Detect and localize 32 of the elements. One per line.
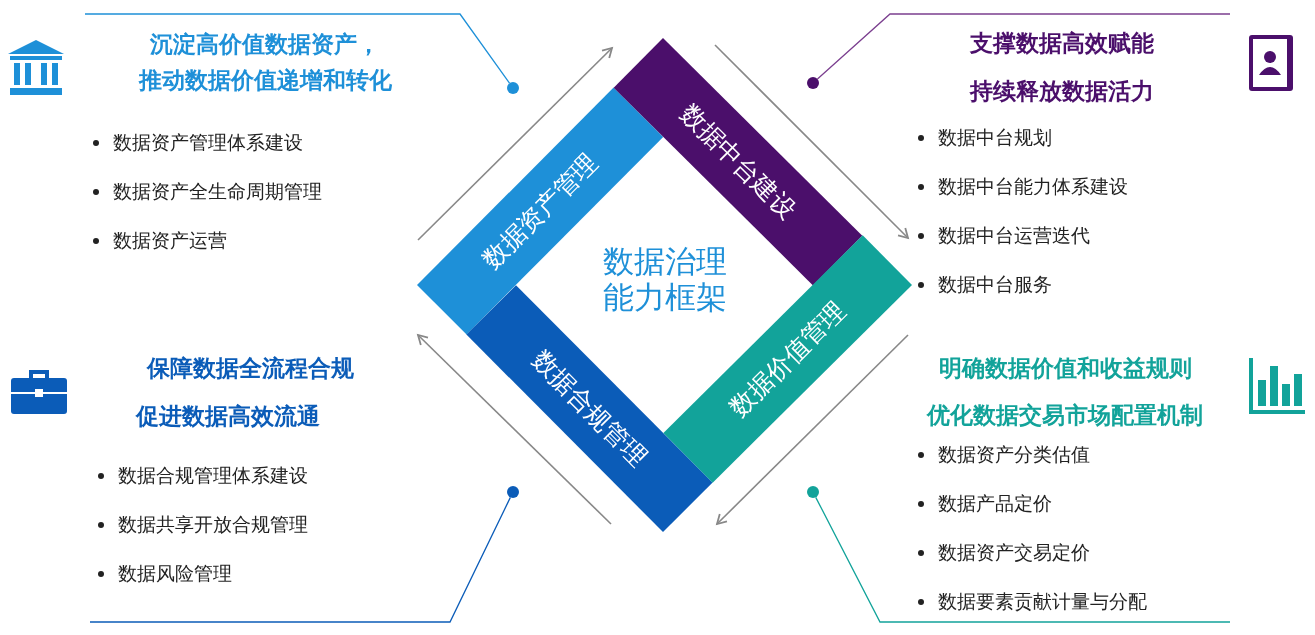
heading-text: 优化数据交易市场配置机制: [927, 400, 1203, 430]
bullet-item: 数据中台规划: [918, 125, 1052, 151]
bullet-item: 数据中台运营迭代: [918, 223, 1090, 249]
heading-text: 持续释放数据活力: [970, 76, 1154, 106]
bullet-item: 数据中台能力体系建设: [918, 174, 1128, 200]
bullet-item: 数据要素贡献计量与分配: [918, 589, 1147, 615]
bullet-item: 数据中台服务: [918, 272, 1052, 298]
leader-dot: [807, 486, 819, 498]
leader-line: [89, 496, 512, 623]
heading-text: 沉淀高价值数据资产，: [150, 29, 380, 59]
heading-text: 保障数据全流程合规: [146, 353, 354, 383]
heading-text: 推动数据价值递增和转化: [138, 65, 392, 95]
arrow: [417, 47, 613, 241]
arrow: [716, 334, 909, 525]
heading-text: 促进数据高效流通: [136, 401, 320, 431]
heading-text: 明确数据价值和收益规则: [938, 353, 1192, 383]
bullet-item: 数据资产全生命周期管理: [93, 179, 322, 205]
leader-line: [84, 13, 511, 84]
bullet-item: 数据共享开放合规管理: [98, 512, 308, 538]
leader-dot: [507, 82, 519, 94]
leader-line: [816, 13, 1231, 80]
bullet-item: 数据产品定价: [918, 491, 1052, 517]
bullet-item: 数据风险管理: [98, 561, 232, 587]
bullet-item: 数据资产运营: [93, 228, 227, 254]
heading-text: 支撑数据高效赋能: [970, 28, 1154, 58]
arrow: [714, 44, 909, 239]
bullet-item: 数据资产交易定价: [918, 540, 1090, 566]
bullet-item: 数据合规管理体系建设: [98, 463, 308, 489]
leader-line: [815, 496, 1231, 623]
bullet-item: 数据资产分类估值: [918, 442, 1090, 468]
bullet-item: 数据资产管理体系建设: [93, 130, 303, 156]
arrow: [417, 334, 612, 525]
